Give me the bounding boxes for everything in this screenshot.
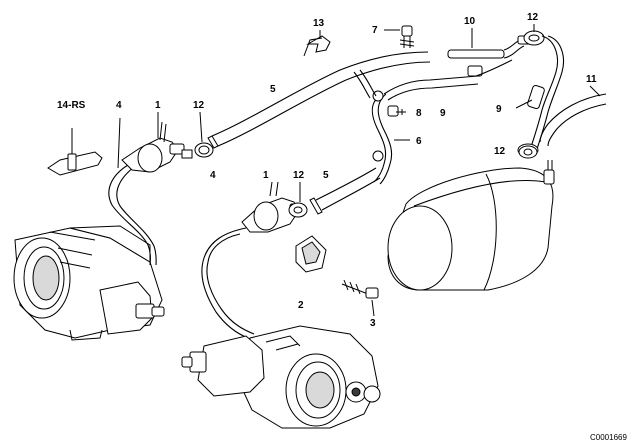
throttle-body-left <box>13 225 165 341</box>
pipe-upper-bend <box>353 69 377 99</box>
hose-11 <box>539 85 607 147</box>
hose-4-left <box>108 117 157 266</box>
callout-11: 11 <box>586 74 597 85</box>
charcoal-canister <box>387 143 555 291</box>
callout-14-rs: 14-RS <box>57 100 86 111</box>
hose-5-lower <box>309 167 381 215</box>
callout-12-a: 12 <box>193 100 205 111</box>
pipe-6 <box>371 59 513 185</box>
callout-2: 2 <box>298 300 304 311</box>
hose-4-lower <box>201 227 255 339</box>
valve-1-top <box>121 112 193 173</box>
hose-5-upper <box>207 51 431 149</box>
callout-1-a: 1 <box>155 100 161 111</box>
callout-1-b: 1 <box>263 170 269 181</box>
callout-3: 3 <box>370 318 376 329</box>
bracket-2 <box>295 235 327 273</box>
callout-13: 13 <box>313 18 325 29</box>
callout-4-b: 4 <box>210 170 216 181</box>
callout-10: 10 <box>464 16 476 27</box>
hose-9-right <box>515 35 565 153</box>
callout-7: 7 <box>372 25 378 36</box>
callout-5-a: 5 <box>270 84 276 95</box>
hose-10 <box>447 28 531 59</box>
callout-9-b: 9 <box>496 104 502 115</box>
clamp-12-a <box>194 111 214 158</box>
throttle-body-lower <box>181 325 381 429</box>
screw-3 <box>341 279 379 317</box>
callout-6: 6 <box>416 136 422 147</box>
callout-4-a: 4 <box>116 100 122 111</box>
clamp-12-c <box>518 145 538 159</box>
clamp-12-b <box>523 24 545 46</box>
callout-12-c: 12 <box>494 146 506 157</box>
screw-7 <box>384 25 415 48</box>
catalog-number: C0001669 <box>590 433 627 442</box>
callout-5-b: 5 <box>323 170 329 181</box>
connector-14-rs <box>47 128 103 176</box>
clip-13 <box>303 30 331 57</box>
callout-12-d: 12 <box>293 170 305 181</box>
clamp-12-d <box>288 182 308 218</box>
callout-9-a: 9 <box>440 108 446 119</box>
callout-8: 8 <box>416 108 422 119</box>
callout-12-b: 12 <box>527 12 539 23</box>
screw-8 <box>387 105 406 117</box>
